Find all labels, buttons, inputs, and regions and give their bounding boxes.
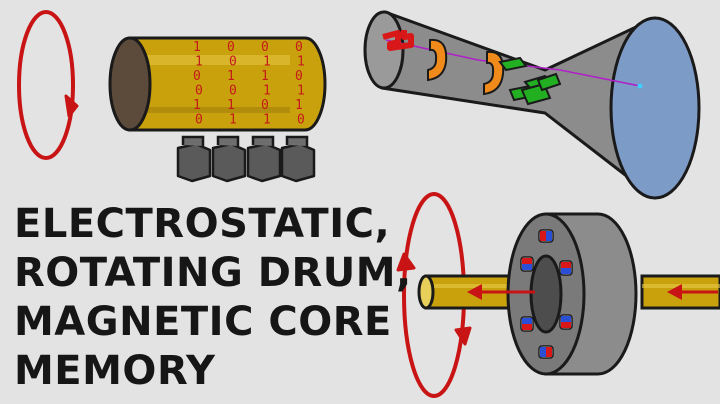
drum-bit: 1 (261, 69, 269, 84)
drum-bit: 1 (297, 84, 305, 99)
drum-bit: 0 (295, 69, 303, 84)
drum-bit: 0 (229, 84, 237, 99)
magnetic-domain-markers (520, 229, 573, 359)
drum-bit: 0 (195, 84, 203, 99)
title-line-1: ELECTROSTATIC, (14, 201, 391, 247)
drum-bit: 1 (193, 98, 201, 113)
drum-bit: 0 (297, 113, 305, 128)
williams-tube-icon (363, 10, 701, 200)
drum-bit: 0 (261, 98, 269, 113)
drum-bit: 1 (193, 40, 201, 55)
drum-bit: 0 (295, 40, 303, 55)
drum-bit: 0 (193, 69, 201, 84)
read-head (246, 135, 282, 183)
page-title: ELECTROSTATIC, ROTATING DRUM, MAGNETIC C… (14, 200, 412, 396)
title-line-4: MEMORY (14, 348, 216, 394)
drum-bit: 1 (229, 113, 237, 128)
drum-bit: 1 (295, 98, 303, 113)
drum-bit: 1 (297, 55, 305, 70)
title-line-2: ROTATING DRUM, (14, 250, 412, 296)
read-head (176, 135, 212, 183)
drum-bit: 1 (227, 69, 235, 84)
current-arrow-icon (467, 284, 718, 300)
title-line-3: MAGNETIC CORE (14, 299, 392, 345)
magnetic-core-icon (506, 212, 638, 376)
drum-bit: 0 (261, 40, 269, 55)
drum-bit: 1 (227, 98, 235, 113)
read-head (280, 135, 316, 183)
drum-bit: 1 (195, 55, 203, 70)
drum-bit: 1 (263, 84, 271, 99)
drum-bit: 0 (195, 113, 203, 128)
read-heads-icon (176, 135, 316, 183)
drum-bit: 1 (263, 55, 271, 70)
drum-bit: 0 (227, 40, 235, 55)
drum-rotation-arrow-icon (17, 10, 79, 160)
drum-bit: 0 (229, 55, 237, 70)
read-head (211, 135, 247, 183)
drum-bit: 1 (263, 113, 271, 128)
